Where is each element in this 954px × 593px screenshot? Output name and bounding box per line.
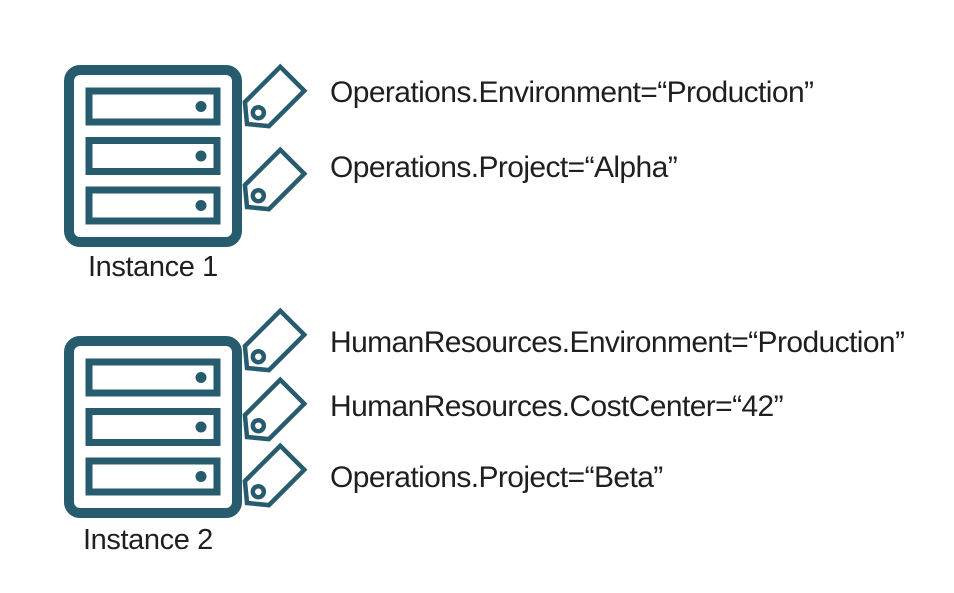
server-icon [64,336,242,518]
instance-label: Instance 1 [88,251,218,283]
tag-icon [240,63,310,131]
tag-label: Operations.Project=“Alpha” [330,151,678,184]
tag-label: Operations.Project=“Beta” [330,461,663,494]
server-icon [64,65,242,247]
tag-label: HumanResources.CostCenter=“42” [330,390,784,423]
tag-icon [240,307,310,375]
tag-label: HumanResources.Environment=“Production” [330,326,905,359]
tag-icon [240,442,310,510]
tag-label: Operations.Environment=“Production” [330,76,814,109]
tag-icon [240,146,310,214]
tag-icon [240,376,310,444]
instance-label: Instance 2 [83,524,213,556]
